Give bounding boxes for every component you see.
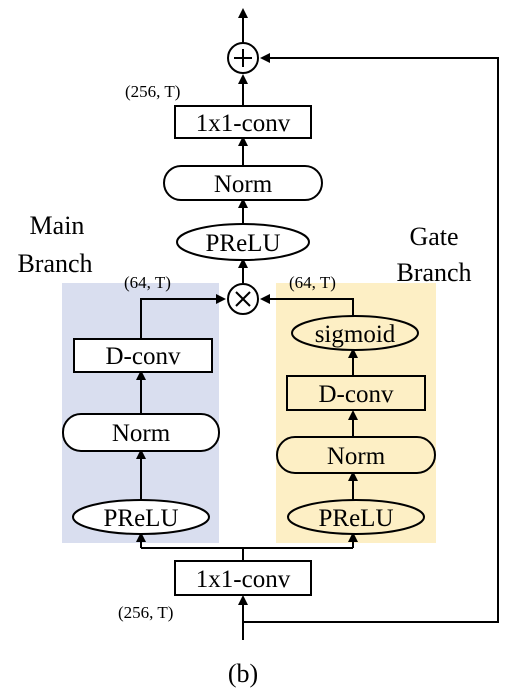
prelu-top-block: PReLU bbox=[176, 223, 310, 261]
main-to-mult-arrow bbox=[140, 294, 226, 339]
conv-bottom-label: 1x1-conv bbox=[196, 566, 291, 593]
gate-branch-label-line1: Gate bbox=[409, 222, 458, 251]
gate-branch-label-line2: Branch bbox=[396, 258, 471, 287]
gate-to-mult-arrow bbox=[260, 294, 354, 316]
main-prelu-label: PReLU bbox=[104, 505, 179, 532]
prelu-top-label: PReLU bbox=[206, 230, 281, 257]
dim-bottom-in: (256, T) bbox=[118, 603, 173, 622]
gate-sigmoid-block: sigmoid bbox=[291, 315, 419, 351]
main-dconv-label: D-conv bbox=[106, 343, 181, 370]
main-norm-block: Norm bbox=[62, 413, 220, 452]
dim-gate-in: (64, T) bbox=[289, 273, 336, 292]
main-norm-label: Norm bbox=[112, 420, 171, 447]
multiply-node bbox=[227, 283, 259, 315]
main-branch-label-line1: Main bbox=[30, 211, 85, 240]
gate-prelu-label: PReLU bbox=[319, 505, 394, 532]
residual-arrow bbox=[243, 53, 499, 623]
gate-sigmoid-label: sigmoid bbox=[315, 321, 396, 348]
norm-top-block: Norm bbox=[163, 165, 323, 201]
figure-caption: (b) bbox=[228, 659, 258, 688]
norm-top-label: Norm bbox=[214, 171, 273, 198]
main-branch-label-line2: Branch bbox=[17, 249, 92, 278]
gate-prelu-block: PReLU bbox=[287, 499, 425, 535]
conv-bottom-block: 1x1-conv bbox=[174, 560, 312, 596]
main-prelu-block: PReLU bbox=[72, 499, 210, 535]
gate-dconv-label: D-conv bbox=[319, 381, 394, 408]
add-node bbox=[227, 42, 259, 74]
gate-dconv-block: D-conv bbox=[286, 375, 426, 411]
conv-top-block: 1x1-conv bbox=[174, 105, 312, 139]
main-dconv-block: D-conv bbox=[73, 338, 213, 373]
conv-top-label: 1x1-conv bbox=[196, 110, 291, 137]
gate-norm-block: Norm bbox=[276, 436, 436, 474]
dim-top-out: (256, T) bbox=[125, 82, 180, 101]
dim-main-in: (64, T) bbox=[124, 273, 171, 292]
gate-norm-label: Norm bbox=[327, 443, 386, 470]
